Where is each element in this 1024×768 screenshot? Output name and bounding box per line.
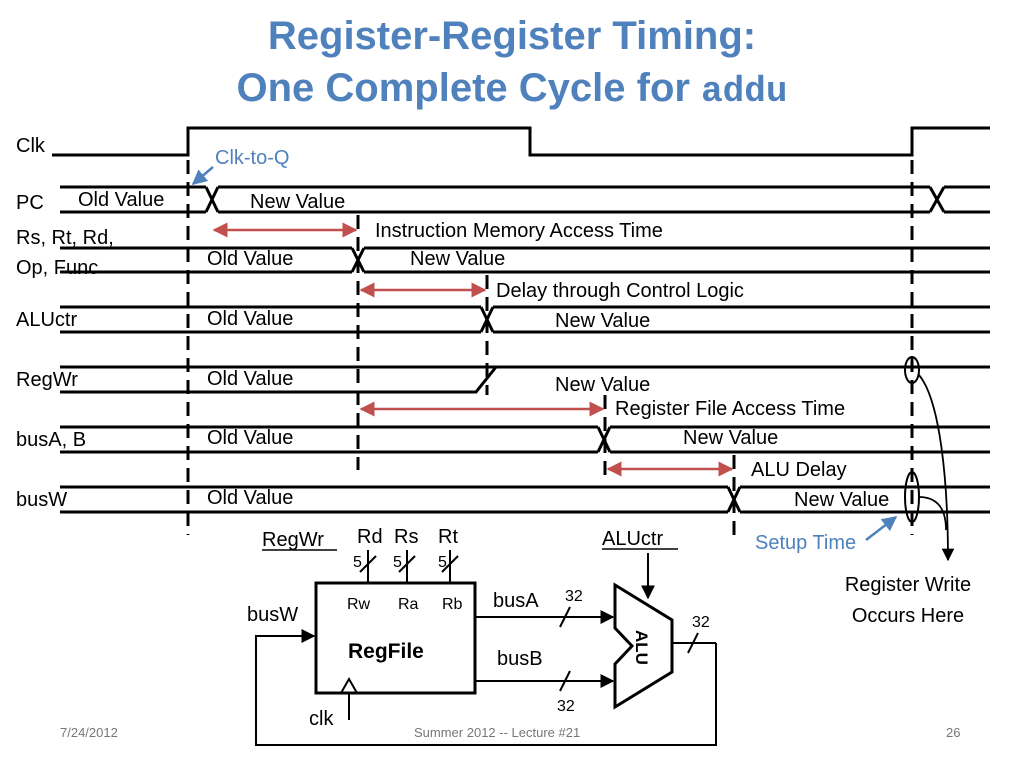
- footer-course: Summer 2012 -- Lecture #21: [414, 725, 581, 740]
- setup-time-arrow: [865, 516, 898, 541]
- dp-busb-label: busB: [497, 648, 543, 670]
- regwr-signal: [60, 365, 990, 394]
- dp-ra-port: Ra: [398, 596, 419, 613]
- label-op-func: Op, Func: [16, 257, 98, 279]
- busw-bus: [60, 485, 990, 514]
- aluctr-old-value: Old Value: [207, 308, 293, 330]
- aluctr-bus: [60, 305, 990, 334]
- aluctr-new-value: New Value: [555, 310, 650, 332]
- reg-write-callout-arrow: [918, 374, 955, 562]
- pc-old-value: Old Value: [78, 189, 164, 211]
- label-pc: PC: [16, 192, 44, 214]
- busab-new-value: New Value: [683, 427, 778, 449]
- reg-write-callout-branch: [918, 496, 947, 531]
- dp-busw-label: busW: [247, 604, 298, 626]
- dp-rs-width: 5: [393, 554, 402, 571]
- dp-clk-label: clk: [309, 708, 334, 730]
- label-clk: Clk: [16, 135, 46, 157]
- clock-waveform: [52, 126, 990, 157]
- pc-bus: [60, 185, 990, 214]
- dp-rt-width: 5: [438, 554, 447, 571]
- clk-to-q-arrow: [191, 166, 214, 185]
- instr-old-value: Old Value: [207, 248, 293, 270]
- regfile-access-label: Register File Access Time: [615, 398, 845, 420]
- busb-width: 32: [557, 698, 575, 715]
- dp-rt-label: Rt: [438, 526, 458, 548]
- footer-date: 7/24/2012: [60, 725, 118, 740]
- regfile-block: [314, 581, 477, 695]
- label-rs-rt-rd: Rs, Rt, Rd,: [16, 227, 114, 249]
- alu-label: ALU: [632, 630, 651, 665]
- label-aluctr: ALUctr: [16, 309, 77, 331]
- busab-bus: [60, 425, 990, 454]
- pc-new-value: New Value: [250, 191, 345, 213]
- slide-title-line2: One Complete Cycle for addu: [0, 64, 1024, 116]
- dp-aluctr-label: ALUctr: [602, 528, 663, 550]
- control-delay-label: Delay through Control Logic: [496, 280, 744, 302]
- regwr-edge-marker: [904, 356, 920, 384]
- regwr-new-value: New Value: [555, 374, 650, 396]
- clk-to-q-label: Clk-to-Q: [215, 147, 289, 169]
- title-prefix: One Complete Cycle for: [236, 66, 702, 110]
- dp-rs-label: Rs: [394, 526, 418, 548]
- dp-rd-label: Rd: [357, 526, 383, 548]
- slide-title-line1: Register-Register Timing:: [267, 14, 757, 58]
- delay-arrows: [212, 222, 734, 477]
- busa-width: 32: [565, 588, 583, 605]
- busa-width-slash: [559, 606, 571, 628]
- busw-new-value: New Value: [794, 489, 889, 511]
- dp-rb-port: Rb: [442, 596, 463, 613]
- dp-regwr-label: RegWr: [262, 529, 324, 551]
- reg-write-label-2: Occurs Here: [852, 605, 964, 627]
- regfile-label: RegFile: [348, 640, 424, 663]
- label-busw: busW: [16, 489, 67, 511]
- label-busab: busA, B: [16, 429, 86, 451]
- setup-time-label: Setup Time: [755, 532, 856, 554]
- alu-out-width-slash: [687, 632, 699, 654]
- dp-rw-port: Rw: [347, 596, 371, 613]
- busw-feedback-wire: [255, 629, 717, 746]
- imem-access-label: Instruction Memory Access Time: [375, 220, 663, 242]
- title-code: addu: [701, 71, 788, 112]
- footer-page-number: 26: [946, 725, 961, 740]
- dp-rd-width: 5: [353, 554, 362, 571]
- dp-input-wires: [359, 550, 459, 583]
- reg-write-label-1: Register Write: [845, 574, 971, 596]
- regfile-clock-triangle: [340, 676, 358, 694]
- busb-width-slash: [559, 670, 571, 692]
- dp-busa-label: busA: [493, 590, 539, 612]
- busw-old-value: Old Value: [207, 487, 293, 509]
- regwr-old-value: Old Value: [207, 368, 293, 390]
- alu-delay-label: ALU Delay: [751, 459, 847, 481]
- label-regwr: RegWr: [16, 369, 78, 391]
- alu-out-width: 32: [692, 614, 710, 631]
- instr-new-value: New Value: [410, 248, 505, 270]
- busab-old-value: Old Value: [207, 427, 293, 449]
- instr-fields-bus: [60, 246, 990, 274]
- alu-block: [613, 582, 674, 710]
